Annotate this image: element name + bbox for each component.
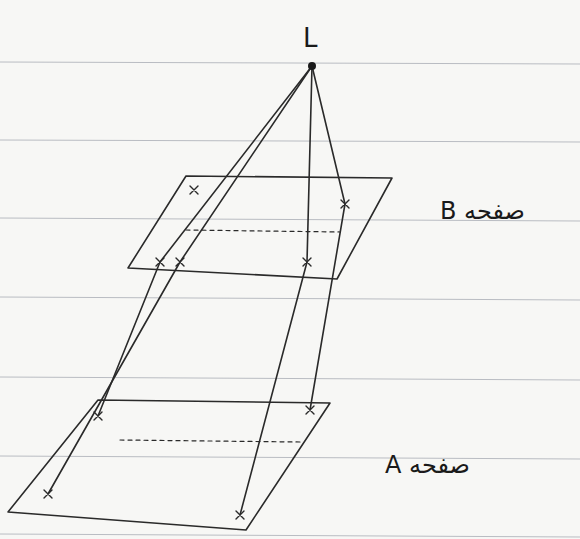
plane-a: [8, 400, 330, 530]
plane-label: صفحه A: [385, 452, 470, 478]
ruled-lines: [0, 62, 580, 537]
plane-b: [128, 176, 392, 279]
hidden-lines: [120, 230, 340, 442]
plane-label: صفحه B: [440, 198, 525, 224]
rays: [48, 66, 345, 515]
marks: [44, 186, 349, 519]
point-label: L: [303, 24, 318, 53]
light-point: [308, 62, 316, 70]
